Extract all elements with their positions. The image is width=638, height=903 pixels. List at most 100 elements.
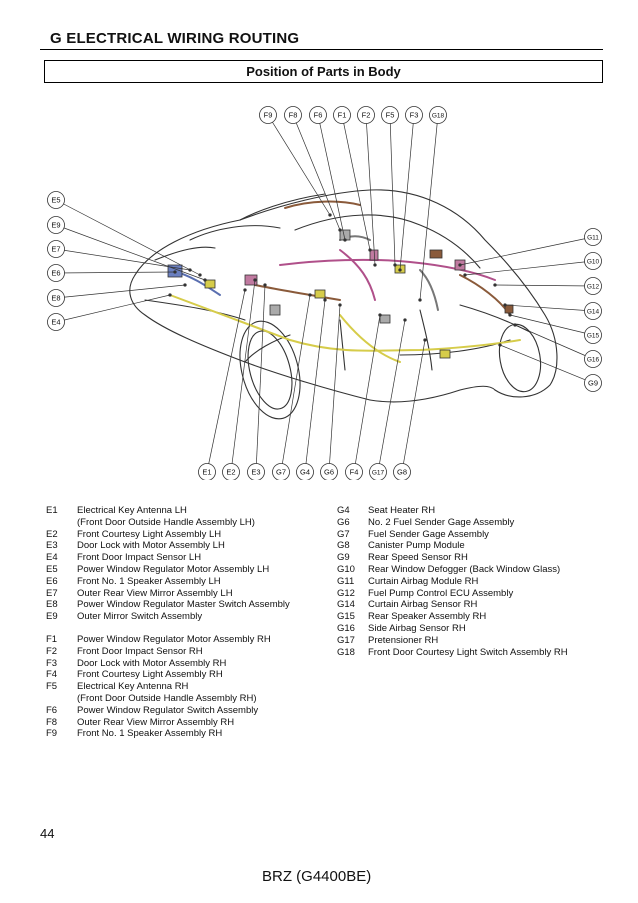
legend-part-name: Front Door Impact Sensor LH [77,552,202,564]
legend-code: F2 [46,645,58,657]
callout-label-f2: F2 [362,111,371,120]
leader-end-g11 [458,263,462,267]
callout-circle-g10 [584,252,602,270]
legend-entry: F2 Front Door Impact Sensor RH [46,646,336,658]
legend-code: G18 [337,646,355,658]
legend-code: G4 [337,505,350,516]
legend-code: E6 [46,575,58,587]
leader-line-g7 [280,294,311,473]
leader-line-e1 [206,289,246,473]
legend-part-name: Canister Pump Module [368,540,465,552]
legend-part-name: Front Door Impact Sensor RH [77,645,203,657]
leader-end-g4 [323,298,327,302]
leader-end-g10 [463,273,467,277]
leader-end-f2 [373,263,377,267]
leader-end-e9 [203,278,207,282]
callout-label-g10: G10 [587,259,600,266]
callout-circle-g11 [584,228,602,246]
callout-label-g18: G18 [432,113,445,120]
leader-line-g8 [401,339,426,473]
callout-label-e9: E9 [51,221,60,230]
leader-end-f6 [343,238,347,242]
leader-line-e5 [55,199,201,276]
legend-code: G9 [337,552,350,564]
legend-code: E3 [46,540,58,552]
leader-line-f9 [267,114,331,216]
legend-part-name: Rear Window Defogger (Back Window Glass) [368,563,561,575]
callout-label-e3: E3 [251,468,260,477]
legend-part-name: Curtain Airbag Sensor RH [368,599,478,611]
legend-part-name: Door Lock with Motor Assembly LH [77,540,225,552]
legend-code: F5 [46,681,58,693]
legend-code: G6 [337,516,350,528]
callout-circle-f1 [333,106,351,124]
leader-line-g10 [464,260,594,276]
model-code: BRZ (G4400BE) [262,868,372,885]
legend-part-name: Front No. 1 Speaker Assembly RH [77,728,223,740]
leader-line-g15 [509,314,594,336]
callout-circle-e6 [47,264,65,282]
callout-label-g11: G11 [587,235,599,242]
callout-circle-g4 [296,463,314,480]
callout-circle-g14 [584,302,602,320]
leader-end-f5 [393,263,397,267]
callout-label-e5: E5 [51,196,60,205]
callout-label-f8: F8 [289,111,298,120]
leader-end-f9 [328,213,332,217]
leader-line-e6 [55,271,176,274]
legend-code: E4 [46,552,58,564]
legend-code: E9 [46,611,58,623]
callout-label-f3: F3 [410,111,419,120]
legend-part-name: Front Door Courtesy Light Switch Assembl… [368,646,568,658]
legend-entry: (Front Door Outside Handle Assembly LH) [46,517,336,529]
leader-line-e3 [255,284,266,473]
callout-label-e7: E7 [51,245,60,254]
callout-label-e8: E8 [51,294,60,303]
leader-end-g14 [503,303,507,307]
legend-entry: F4 Front Courtesy Light Assembly RH [46,669,336,681]
leader-line-e8 [55,284,186,299]
callout-label-g12: G12 [587,284,600,291]
legend-part-name: Pretensioner RH [368,634,439,646]
legend-code: E1 [46,505,58,516]
callout-label-g9: G9 [588,379,598,388]
callout-label-g17: G17 [372,470,385,477]
leader-end-e4 [168,293,172,297]
callout-label-g7: G7 [276,468,286,477]
leader-line-f8 [292,114,341,231]
callout-circle-f9 [259,106,277,124]
legend-code: E5 [46,563,58,575]
leader-end-e2 [253,278,257,282]
callout-label-e1: E1 [202,468,211,477]
legend-part-name: Power Window Regulator Switch Assembly [77,704,259,716]
leader-end-e7 [188,268,192,272]
legend-part-name: Outer Rear View Mirror Assembly LH [77,587,233,599]
leader-end-f8 [338,228,342,232]
legend-part-name: Side Airbag Sensor RH [368,622,466,634]
legend-part-name: Power Window Regulator Master Switch Ass… [77,599,290,611]
callout-circle-e4 [47,313,65,331]
legend-part-name: Front Courtesy Light Assembly LH [77,528,222,540]
legend-part-name: Rear Speaker Assembly RH [368,611,487,623]
legend-code: F4 [46,669,58,681]
legend-code [46,693,77,705]
callout-label-g15: G15 [587,333,600,340]
car-body-outline [129,189,558,420]
legend-part-name: Front Courtesy Light Assembly RH [77,669,223,681]
leader-line-e9 [55,224,206,281]
callout-circle-e2 [222,463,240,480]
leader-end-g6 [338,303,342,307]
legend-code: G7 [337,528,350,540]
